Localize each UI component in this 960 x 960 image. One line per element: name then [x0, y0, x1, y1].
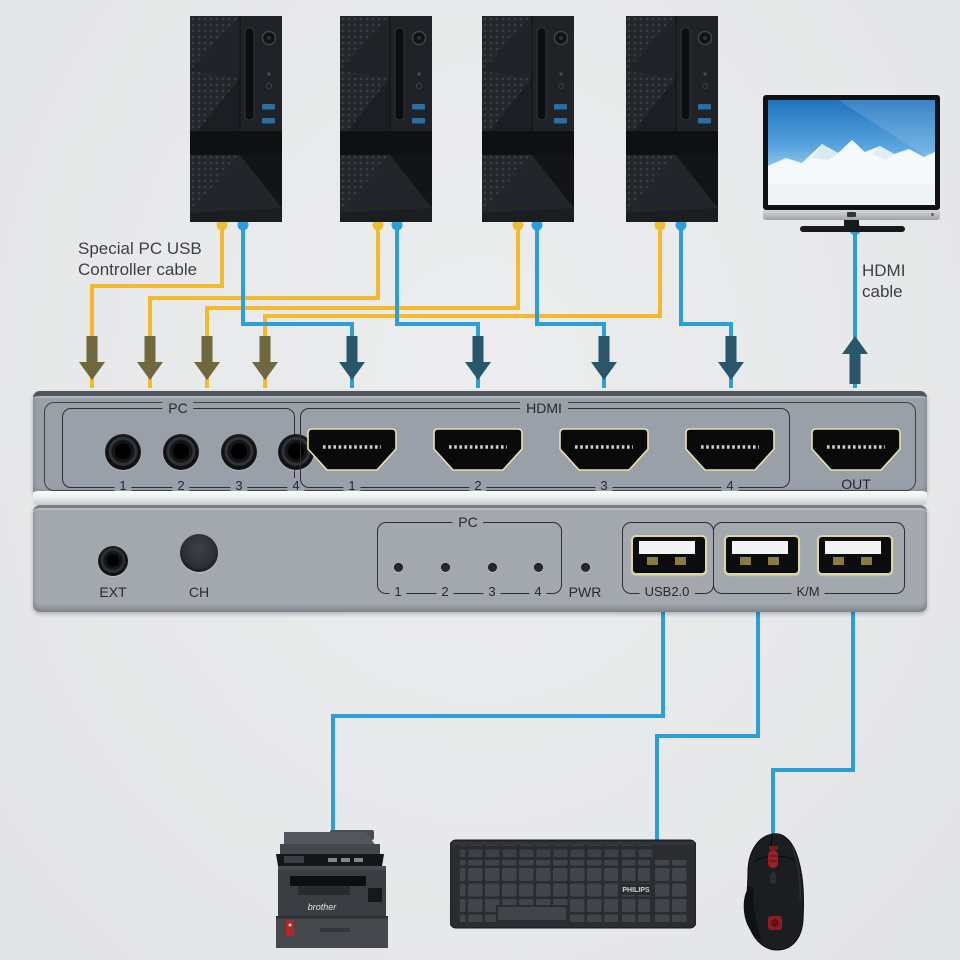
- hdmi-port-4-label: 4: [721, 478, 739, 494]
- km-port-2: [817, 535, 893, 575]
- hdmi-port-3-label: 3: [595, 478, 613, 494]
- pc-jack-1-label: 1: [114, 478, 132, 494]
- usb-tongue: [639, 541, 695, 554]
- keyboard-spacebar: [498, 907, 566, 920]
- back-pc-group-label: PC: [452, 514, 484, 530]
- hdmi-cable-note-line1: HDMI: [862, 261, 906, 280]
- pc-led-2: [441, 563, 450, 572]
- ext-label: EXT: [99, 584, 127, 600]
- front-pc-group-label: PC: [162, 400, 194, 416]
- usb-tongue: [732, 541, 788, 554]
- monitor-base: [800, 226, 905, 232]
- usb-pin: [861, 557, 872, 565]
- kvm-back-panel: EXT CH PC 1 2 3 4 PWR USB2.0 K/M: [33, 505, 927, 612]
- keyboard: PHILIPS: [450, 839, 696, 929]
- pc-tower-3: [481, 15, 575, 223]
- hdmi-port-2: [432, 427, 524, 472]
- ext-jack: [98, 546, 128, 576]
- pc-jack-1: [105, 434, 141, 470]
- ch-label: CH: [188, 584, 210, 600]
- mouse-dpi-button: [770, 872, 776, 884]
- printer-brand-logo: brother: [308, 902, 338, 912]
- usb-cable-note: Special PC USB Controller cable: [78, 238, 202, 280]
- usb-pin: [768, 557, 779, 565]
- front-hdmi-group-label: HDMI: [520, 400, 568, 416]
- pc-led-2-label: 2: [436, 584, 454, 600]
- mouse: [743, 833, 804, 951]
- printer-accent-badge: [286, 920, 294, 936]
- pc-led-4: [534, 563, 543, 572]
- usb-pin: [675, 557, 686, 565]
- pc-jack-3-label: 3: [230, 478, 248, 494]
- hdmi-cable-note-line2: cable: [862, 282, 903, 301]
- usb-pin: [833, 557, 844, 565]
- pc-led-3: [488, 563, 497, 572]
- usb-pin: [740, 557, 751, 565]
- hdmi-port-3: [558, 427, 650, 472]
- usb20-port: [631, 535, 707, 575]
- pc-jack-2-label: 2: [172, 478, 190, 494]
- pc-tower-4: [625, 15, 719, 223]
- hdmi-port-1-label: 1: [343, 478, 361, 494]
- km-port-1: [724, 535, 800, 575]
- panel-gap-highlight: [33, 491, 927, 505]
- hdmi-cable-note: HDMI cable: [862, 260, 905, 302]
- mouse-accent: [769, 846, 778, 850]
- pwr-label: PWR: [568, 584, 602, 600]
- usb20-label: USB2.0: [639, 584, 695, 600]
- pc-jack-3: [221, 434, 257, 470]
- km-label: K/M: [791, 584, 825, 600]
- pwr-led: [581, 563, 590, 572]
- hdmi-port-4: [684, 427, 776, 472]
- hdmi-out-up-arrow-icon: [842, 336, 868, 384]
- pc-led-1: [394, 563, 403, 572]
- usb-pin: [647, 557, 658, 565]
- pc-jack-2: [163, 434, 199, 470]
- pc-led-3-label: 3: [483, 584, 501, 600]
- ch-button: [180, 534, 218, 572]
- usb-cable-note-line1: Special PC USB: [78, 239, 202, 258]
- hdmi-arrow-icons: [339, 336, 868, 384]
- monitor-stand: [844, 220, 859, 227]
- peripheral-cables: [331, 608, 855, 850]
- printer: brother: [276, 830, 388, 948]
- pc-led-4-label: 4: [529, 584, 547, 600]
- monitor-power-led: [931, 213, 934, 216]
- usb-cable-note-line2: Controller cable: [78, 260, 198, 279]
- pc-tower-2: [339, 15, 433, 223]
- usb-tongue: [825, 541, 881, 554]
- hdmi-out-label: OUT: [841, 476, 871, 492]
- monitor-logo: [847, 212, 856, 217]
- hdmi-port-out: [810, 427, 902, 472]
- hdmi-port-2-label: 2: [469, 478, 487, 494]
- mouse-scroll-wheel: [768, 850, 778, 868]
- pc-led-1-label: 1: [389, 584, 407, 600]
- kvm-front-panel: PC 1 2 3 4 HDMI 1 2 3 4 OUT: [33, 391, 927, 496]
- usb-arrow-icons: [79, 336, 278, 380]
- monitor-screen: [768, 100, 935, 205]
- hdmi-port-1: [306, 427, 398, 472]
- monitor: [763, 95, 940, 237]
- keyboard-brand-logo: PHILIPS: [622, 887, 650, 894]
- pc-tower-1: [189, 15, 283, 223]
